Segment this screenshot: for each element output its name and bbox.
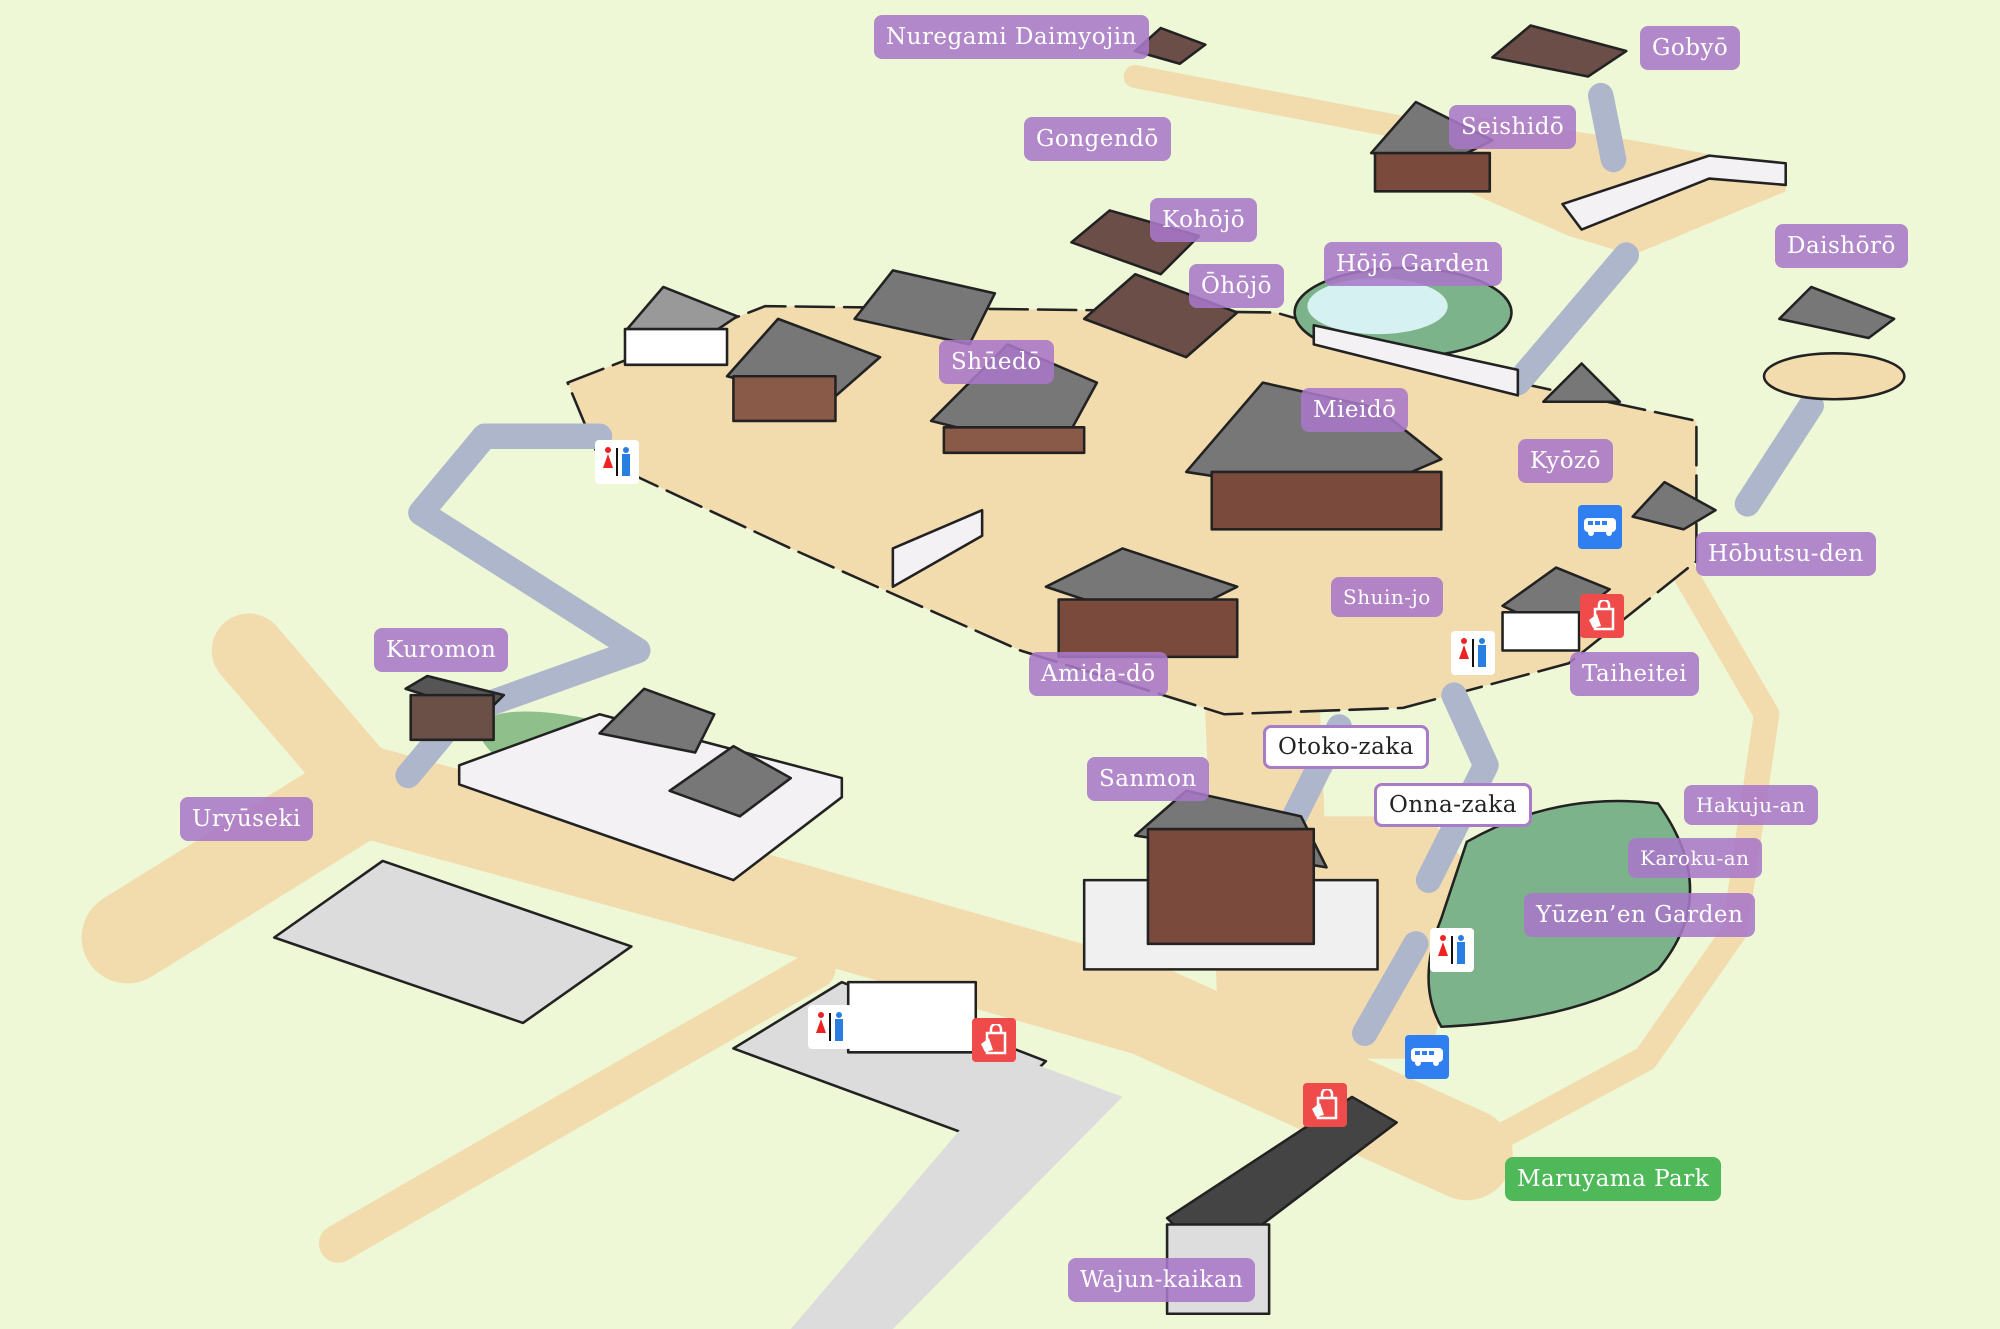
label-uryuseki[interactable]: Uryūseki bbox=[180, 797, 313, 841]
label-hakuju-an[interactable]: Hakuju-an bbox=[1684, 785, 1818, 825]
restroom-icon[interactable] bbox=[1430, 928, 1474, 972]
restroom-icon[interactable] bbox=[808, 1005, 852, 1049]
label-wajun-kaikan[interactable]: Wajun-kaikan bbox=[1068, 1258, 1256, 1302]
shop-icon[interactable] bbox=[972, 1018, 1016, 1062]
label-shuin-jo[interactable]: Shuin-jo bbox=[1331, 577, 1443, 617]
restroom-icon[interactable] bbox=[595, 440, 639, 484]
label-hobutsu-den[interactable]: Hōbutsu-den bbox=[1696, 532, 1876, 576]
parking-lot bbox=[272, 859, 633, 1025]
label-shuedo[interactable]: Shūedō bbox=[939, 340, 1054, 384]
label-yuzenen-garden[interactable]: Yūzen’en Garden bbox=[1524, 893, 1756, 937]
label-kohojo[interactable]: Kohōjō bbox=[1150, 198, 1258, 242]
parking-area bbox=[790, 1058, 1123, 1329]
label-seishido[interactable]: Seishidō bbox=[1449, 105, 1577, 149]
hojo-pond bbox=[1307, 278, 1448, 335]
bus-stop-icon[interactable] bbox=[1578, 505, 1622, 549]
label-kuromon[interactable]: Kuromon bbox=[374, 628, 509, 672]
label-nuregami-daimyojin[interactable]: Nuregami Daimyojin bbox=[874, 15, 1149, 59]
label-otoko-zaka[interactable]: Otoko-zaka bbox=[1263, 725, 1429, 769]
daishoro-platform bbox=[1762, 352, 1906, 401]
restroom-icon[interactable] bbox=[1451, 631, 1495, 675]
label-karoku-an[interactable]: Karoku-an bbox=[1628, 838, 1762, 878]
label-daishoro[interactable]: Daishōrō bbox=[1775, 224, 1908, 268]
label-mieido[interactable]: Mieidō bbox=[1301, 388, 1409, 432]
bus-stop-icon[interactable] bbox=[1405, 1035, 1449, 1079]
label-hojo-garden[interactable]: Hōjō Garden bbox=[1324, 242, 1502, 286]
buildings bbox=[404, 24, 1896, 1316]
label-maruyama-park[interactable]: Maruyama Park bbox=[1505, 1157, 1722, 1201]
label-onna-zaka[interactable]: Onna-zaka bbox=[1374, 783, 1532, 827]
label-gongendo[interactable]: Gongendō bbox=[1024, 117, 1171, 161]
shop-icon[interactable] bbox=[1580, 594, 1624, 638]
label-amida-do[interactable]: Amida-dō bbox=[1029, 652, 1168, 696]
shop-icon[interactable] bbox=[1303, 1083, 1347, 1127]
label-gobyo[interactable]: Gobyō bbox=[1640, 26, 1741, 70]
label-kyozo[interactable]: Kyōzō bbox=[1518, 439, 1614, 483]
label-sanmon[interactable]: Sanmon bbox=[1087, 757, 1209, 801]
label-taiheitei[interactable]: Taiheitei bbox=[1570, 652, 1700, 696]
label-ohojo[interactable]: Ōhōjō bbox=[1189, 264, 1284, 308]
